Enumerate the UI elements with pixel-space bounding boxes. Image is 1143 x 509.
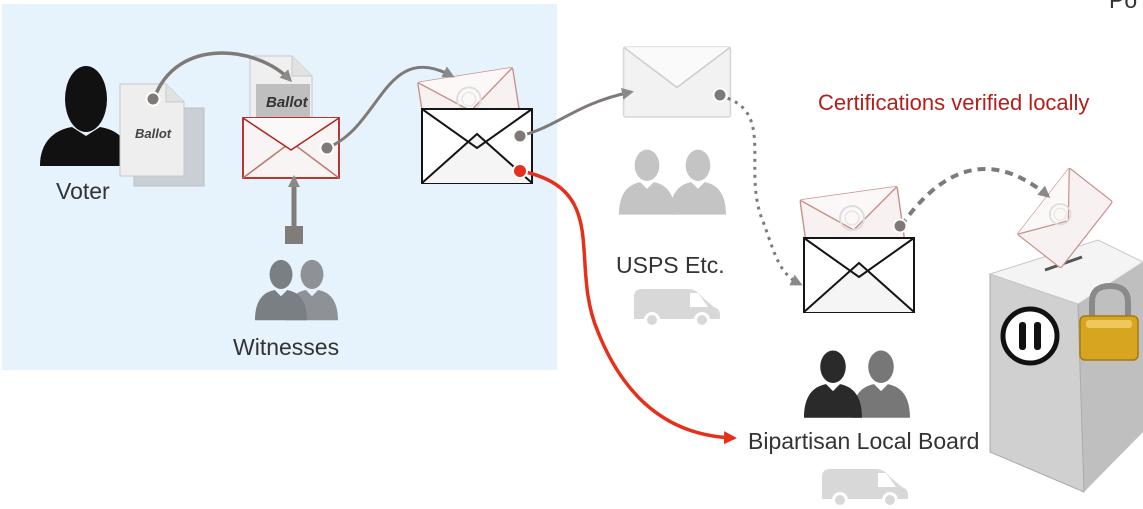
board-members-icon	[804, 350, 910, 418]
witnesses-label: Witnesses	[233, 334, 340, 360]
board-van-icon	[820, 467, 910, 508]
voter-ballot-icon: Ballot	[119, 83, 205, 187]
voter-to-ballot-arrow	[152, 51, 293, 100]
padlock-icon	[1079, 282, 1139, 361]
usps-label: USPS Etc.	[616, 252, 725, 278]
voter-label: Voter	[56, 178, 110, 204]
cut-off-heading-text: Po	[1109, 0, 1138, 13]
inner-to-outer-envelope-arrow	[326, 66, 455, 150]
certifications-note: Certifications verified locally	[818, 90, 1090, 115]
voter-ballot-label: Ballot	[135, 126, 172, 141]
usps-van-icon	[632, 287, 722, 328]
usps-to-board-dotted-arrow	[719, 94, 803, 286]
to-usps-arrow	[519, 87, 634, 138]
ballot-box-icon	[988, 239, 1143, 493]
board-envelope-icon	[803, 236, 915, 314]
to-local-board-red-arrow	[520, 169, 737, 445]
sealed-envelope-icon	[622, 46, 732, 118]
postal-workers-icon	[619, 149, 726, 215]
voter-person-icon	[40, 66, 132, 166]
ballot-label: Ballot	[266, 94, 309, 111]
board-to-box-dashed-arrow	[899, 167, 1051, 228]
pause-symbol-icon	[1000, 306, 1060, 366]
local-board-label: Bipartisan Local Board	[748, 428, 980, 454]
witness-connector-icon	[285, 226, 303, 244]
